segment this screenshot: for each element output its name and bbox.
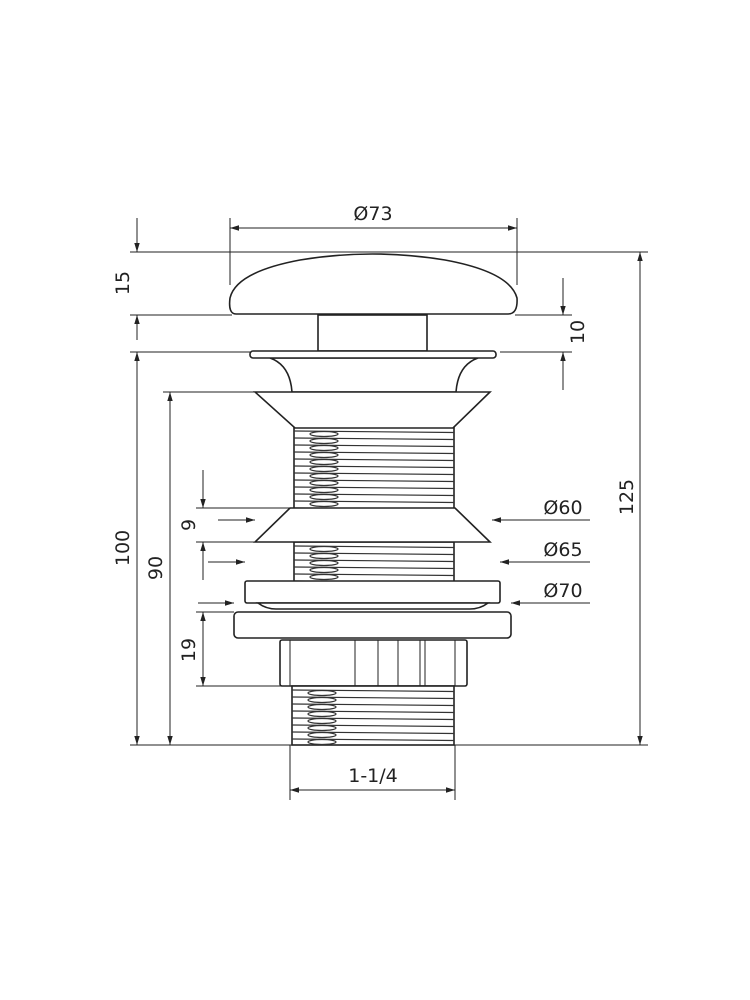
lower-cone: [253, 507, 492, 543]
thread-size-label: 1-1/4: [348, 765, 398, 787]
thread-crest: [309, 437, 339, 445]
thread-crest: [309, 552, 339, 560]
thread-crest: [309, 545, 339, 553]
flange-bell: [269, 357, 479, 393]
nut-height-label: 19: [178, 638, 200, 662]
body-height-label: 100: [112, 530, 134, 566]
cap: [228, 253, 518, 315]
thread-crest: [307, 731, 337, 739]
total-height-label: 125: [616, 479, 638, 515]
upper-thread: [293, 426, 455, 515]
thread-crest: [307, 710, 337, 718]
washer-diameter-label: Ø70: [543, 580, 582, 602]
thread-crest: [307, 696, 337, 704]
thread-crest: [309, 566, 339, 574]
thread-crest: [307, 703, 337, 711]
thread-crest: [309, 500, 339, 508]
thread-crest: [309, 472, 339, 480]
thread-crest: [307, 689, 337, 697]
thread-diameter-label: Ø65: [543, 539, 582, 561]
middle-thread: [293, 541, 455, 588]
thread-crest: [307, 738, 337, 746]
drain-body: [228, 253, 518, 746]
nut-facets: [289, 640, 456, 686]
thread-crest: [309, 479, 339, 487]
cap-height-label: 15: [112, 271, 134, 295]
thread-crest: [309, 430, 339, 438]
upper-cone: [252, 391, 492, 429]
thread-crest: [309, 573, 339, 581]
lower-thread: [291, 685, 455, 746]
thread-crest: [309, 493, 339, 501]
flange-plate: [249, 350, 497, 359]
washer: [244, 580, 501, 604]
thread-crest: [309, 458, 339, 466]
thread-crest: [309, 451, 339, 459]
thread-crest: [309, 465, 339, 473]
thread-height-label: 90: [145, 556, 167, 580]
thread-crest: [309, 486, 339, 494]
base-plate: [233, 611, 512, 639]
lock-nut: [279, 639, 468, 687]
cone-diameter-label: Ø60: [543, 497, 582, 519]
stem: [317, 314, 428, 352]
thread-crest: [307, 717, 337, 725]
stem-gap-label: 10: [567, 320, 589, 344]
cap-diameter-label: Ø73: [353, 203, 392, 225]
thread-crest: [307, 724, 337, 732]
dimension-lines: [134, 218, 643, 793]
thread-crest: [309, 444, 339, 452]
cone-height-label: 9: [178, 519, 200, 531]
thread-crest: [309, 559, 339, 567]
